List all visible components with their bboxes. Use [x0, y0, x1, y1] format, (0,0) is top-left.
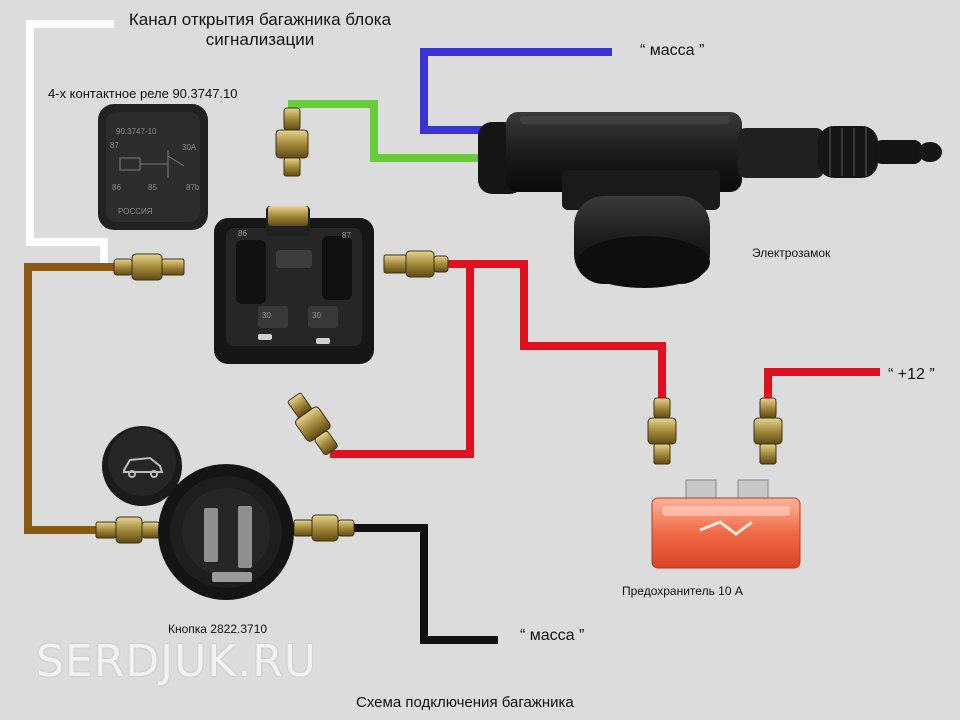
socket-text-30b: 30: [312, 311, 321, 320]
terminal-relay-87: [287, 392, 338, 456]
relay-body: 90.3747-10 87 30A 86 85 87b РОССИЯ: [98, 104, 208, 230]
relay-label: 4-х контактное реле 90.3747.10: [48, 86, 238, 101]
watermark: SERDJUK.RU: [36, 636, 317, 687]
fuse: [651, 479, 801, 569]
alarm-channel-label-line1: Канал открытия багажника блока: [128, 10, 392, 29]
terminal-button-left: [95, 516, 161, 544]
terminal-alarm: [113, 253, 185, 281]
wire-black-ground: [330, 524, 498, 644]
terminals: [95, 107, 783, 544]
ground-label-top: “ масса ”: [640, 42, 705, 59]
wire-blue-ground: [420, 48, 612, 134]
trunk-button-cap: [102, 426, 182, 506]
wire-red-plus12: [764, 368, 880, 402]
button-label: Кнопка 2822.3710: [168, 622, 268, 636]
relay-text-87: 87: [110, 141, 119, 150]
wire-green-lock: [288, 100, 484, 162]
socket-text-30a: 30: [262, 311, 271, 320]
car-trunk-icon: [123, 456, 164, 478]
relay-text-30a: 30A: [182, 143, 197, 152]
terminal-fuse-right: [753, 397, 783, 465]
diagram-caption: Схема подключения багажника: [356, 694, 574, 711]
alarm-channel-label-line2: сигнализации: [205, 30, 315, 49]
wire-brown-button: [24, 263, 128, 534]
relay-text-87b: 87b: [186, 183, 200, 192]
electric-lock: [478, 112, 942, 288]
wire-white-alarm-channel: [26, 20, 114, 268]
trunk-button-body: [158, 464, 294, 600]
fuse-label: Предохранитель 10 А: [622, 584, 743, 598]
terminal-relay-30: [383, 250, 449, 278]
relay-text-85: 85: [148, 183, 157, 192]
relay-text-country: РОССИЯ: [118, 207, 153, 216]
socket-text-87: 87: [342, 231, 351, 240]
terminal-green: [275, 107, 309, 177]
wires: [24, 20, 880, 644]
electric-lock-label: Электрозамок: [752, 246, 831, 260]
wire-red-relay-fuse: [440, 260, 666, 400]
socket-text-86: 86: [238, 229, 247, 238]
relay-socket: 86 87 30 30: [214, 206, 374, 364]
relay-text-model: 90.3747-10: [116, 127, 157, 136]
wire-red-relay-87: [330, 264, 474, 458]
terminal-button-right: [293, 514, 355, 542]
plus12-label: “ +12 ”: [888, 366, 935, 383]
alarm-channel-label: Канал открытия багажника блока сигнализа…: [60, 10, 460, 50]
terminal-fuse-left: [647, 397, 677, 465]
relay-text-86: 86: [112, 183, 121, 192]
ground-label-bottom: “ масса ”: [520, 627, 585, 644]
